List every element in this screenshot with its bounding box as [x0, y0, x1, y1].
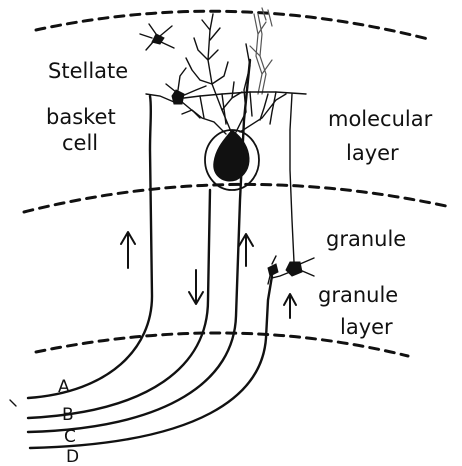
label-granule-layer: granule: [318, 283, 398, 307]
parallel-fibers: [260, 92, 276, 124]
fiber-b: [28, 190, 210, 418]
fiber-label-d: D: [66, 447, 79, 466]
arrow-up-left: [121, 232, 135, 268]
label-stellate: Stellate: [48, 59, 128, 83]
label-granule-cell: granule: [326, 227, 406, 251]
arrow-up-right: [284, 294, 296, 318]
stellate-cell: [140, 24, 174, 50]
faint-dendrite: [250, 8, 272, 94]
pial-surface-boundary: [36, 11, 432, 40]
purkinje-cell: [205, 130, 259, 190]
fiber-label-b: B: [62, 405, 74, 425]
label-molecular-layer: layer: [346, 141, 399, 165]
molecular-granule-boundary: [24, 184, 446, 212]
left-tick: [10, 400, 16, 406]
label-basket: basket: [46, 105, 116, 129]
label-cell: cell: [62, 131, 98, 155]
arrow-down-center: [189, 270, 203, 304]
label-granule-layer-layer: layer: [340, 315, 393, 339]
arrow-up-center: [239, 234, 253, 266]
granule-cell: [268, 94, 314, 284]
label-molecular: molecular: [328, 107, 433, 131]
fiber-label-a: A: [58, 377, 70, 397]
fiber-label-c: C: [64, 427, 76, 447]
